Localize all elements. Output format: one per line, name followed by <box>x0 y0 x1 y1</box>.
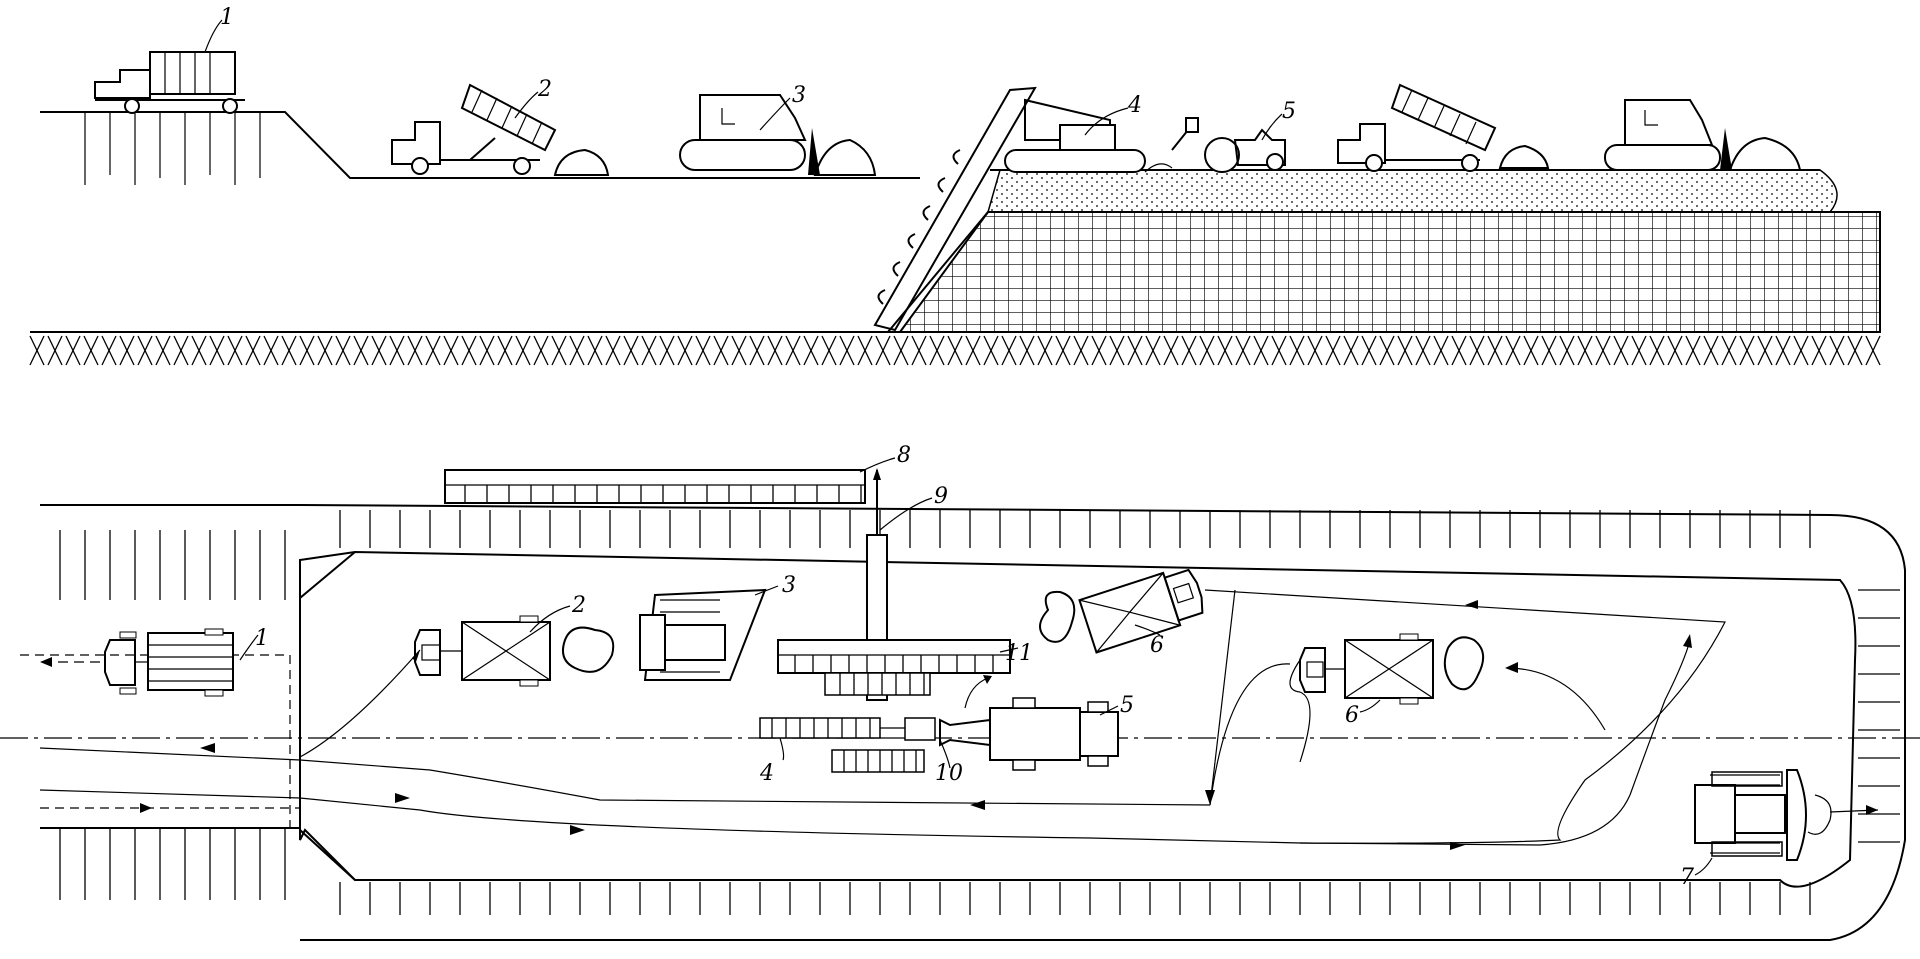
dumped-soil-upper <box>1039 590 1076 643</box>
plan-label-3: 3 <box>782 573 796 598</box>
plan-label-6-lower: 6 <box>1345 703 1359 728</box>
stockpile-8 <box>444 469 866 504</box>
foundation-soil-hatch <box>29 335 1881 366</box>
plan-callouts: 1 2 3 4 5 6 6 7 8 9 10 11 <box>239 443 1713 890</box>
beam-11 <box>777 639 1011 696</box>
profile-callouts: 1 2 3 4 5 <box>204 5 1296 141</box>
approach-road <box>20 504 300 900</box>
plan-label-7: 7 <box>1680 865 1694 890</box>
dump-truck-1-plan <box>40 628 234 697</box>
roller-5-plan <box>939 697 1119 771</box>
connector-11 <box>964 677 989 709</box>
bulldozer-repeat <box>1604 99 1802 171</box>
profile-label-5: 5 <box>1282 99 1296 124</box>
conveyor-4 <box>759 717 936 773</box>
embankment-crest <box>299 550 1857 888</box>
plan-label-4: 4 <box>759 761 774 786</box>
plan-label-2: 2 <box>571 593 586 618</box>
traffic-routes <box>39 589 1726 850</box>
trencher-conveyor-4 <box>873 86 1173 332</box>
roller-tractor-5 <box>1171 117 1286 173</box>
dump-truck-6-lower <box>1299 633 1485 705</box>
plan-label-5: 5 <box>1120 693 1134 718</box>
ground-surface-line <box>40 111 920 179</box>
plan-label-6-upper: 6 <box>1150 633 1164 658</box>
dump-truck-2-plan <box>414 615 615 687</box>
embankment-body <box>898 211 1881 333</box>
original-ground-hatch <box>84 112 261 185</box>
plan-label-1: 1 <box>255 626 269 651</box>
bulldozer-3-plan <box>639 588 767 681</box>
plan-label-9: 9 <box>934 484 948 509</box>
profile-label-2: 2 <box>537 77 552 102</box>
tipping-dump-truck-repeat <box>1337 83 1550 172</box>
bulldozer-3 <box>679 94 877 176</box>
plan-label-10: 10 <box>935 761 963 786</box>
spread-fill-layer <box>987 169 1838 213</box>
slope-hatching <box>339 510 1900 915</box>
profile-view: 1 2 3 4 5 <box>29 5 1881 366</box>
tipping-dump-truck-2 <box>391 83 610 176</box>
plan-label-11: 11 <box>1005 641 1033 666</box>
embankment-outline <box>299 504 1906 941</box>
profile-label-1: 1 <box>220 5 234 30</box>
dump-truck-1 <box>94 51 245 114</box>
profile-label-4: 4 <box>1127 93 1142 118</box>
profile-label-3: 3 <box>792 83 806 108</box>
dump-truck-6-upper <box>1078 568 1204 654</box>
plan-view: 1 2 3 4 5 6 6 7 8 9 10 11 <box>0 443 1920 941</box>
bulldozer-7-plan <box>1694 769 1879 861</box>
plan-label-8: 8 <box>897 443 911 468</box>
